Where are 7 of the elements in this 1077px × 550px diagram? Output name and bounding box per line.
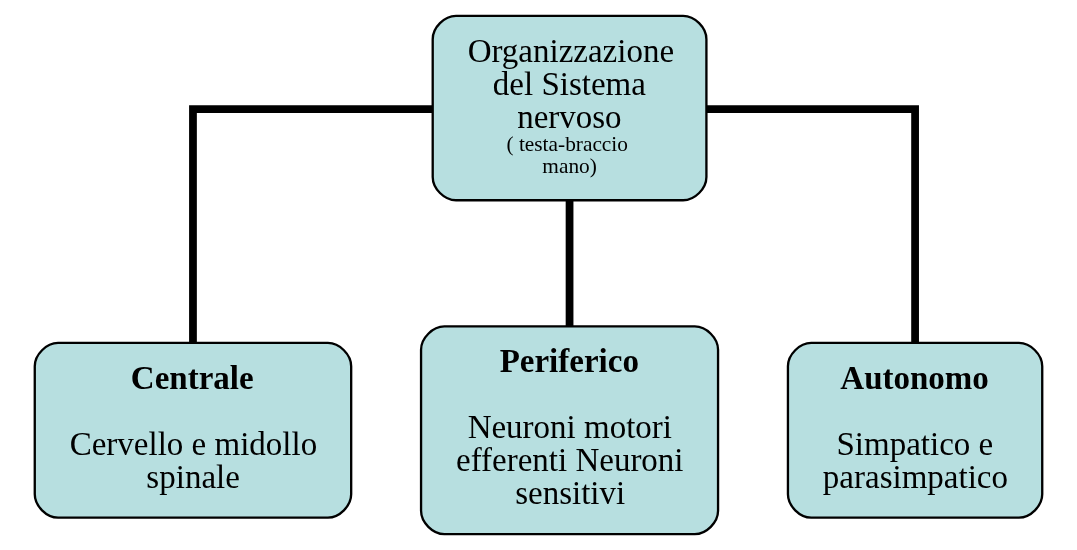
connector [706, 105, 919, 343]
connector [189, 105, 433, 343]
node-box: Organizzazione del Sistema nervoso ( testa-braccio mano) [431, 14, 708, 202]
connector [565, 200, 574, 327]
node-box: Centrale Cervello e midollo spinale [33, 341, 353, 519]
node-box: Autonomo Simpatico e parasimpatico [786, 341, 1044, 519]
node-box: Periferico Neuroni motori efferenti Neuroni sensitivi [419, 325, 720, 536]
